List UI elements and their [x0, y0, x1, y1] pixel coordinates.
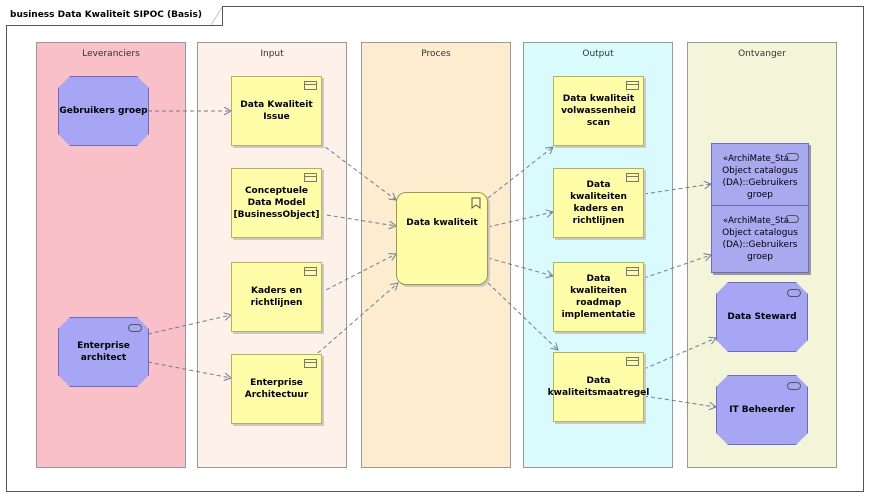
input-enterprise-architectuur[interactable]: Enterprise Architectuur — [231, 354, 322, 424]
supplier-gebruikers-groep[interactable]: Gebruikers groep — [58, 76, 149, 146]
edge-architectuur-proces — [317, 283, 398, 354]
output-roadmap-label: Data kwaliteiten roadmap implementatie — [561, 274, 636, 320]
catalog-stereotype: «ArchiMate_Sta... — [722, 154, 798, 164]
receiver-it-beheerder[interactable]: IT Beheerder — [716, 375, 808, 445]
supplier-enterprise-architect[interactable]: Enterprise architect — [58, 317, 149, 387]
supplier-gebruikers-label: Gebruikers groep — [59, 106, 148, 116]
catalog-name: Object catalogus (DA)::Gebruikers groep — [722, 166, 798, 200]
input-model-label: Conceptuele Data Model [BusinessObject] — [233, 186, 320, 220]
lane-title-input: Input — [260, 49, 284, 59]
role-icon — [787, 289, 801, 297]
edge-model-proces — [319, 213, 396, 226]
edge-proces-kaders — [487, 212, 553, 228]
lane-title-output: Output — [582, 49, 614, 59]
business-object-icon — [626, 81, 639, 90]
edge-roadmap-catalog2 — [643, 255, 711, 279]
edge-proces-roadmap — [487, 257, 553, 276]
output-roadmap-implementatie[interactable]: Data kwaliteiten roadmap implementatie — [553, 262, 644, 332]
business-object-icon — [304, 81, 317, 90]
input-data-kwaliteit-issue[interactable]: Data Kwaliteit Issue — [231, 76, 322, 146]
edge-maatregel-beheerder — [643, 395, 716, 407]
process-bookmark-icon — [471, 197, 481, 209]
business-object-icon — [304, 359, 317, 368]
edge-kaders-catalog1 — [643, 184, 711, 195]
diagram-title: business Data Kwaliteit SIPOC (Basis) — [6, 6, 223, 26]
receiver-data-steward[interactable]: Data Steward — [716, 282, 808, 352]
edge-architect-kaders — [147, 315, 231, 335]
edge-proces-scan — [487, 147, 553, 199]
business-object-icon — [626, 173, 639, 182]
edge-architect-architectuur — [147, 361, 231, 378]
edge-issue-proces — [319, 142, 396, 200]
input-kaders-label: Kaders en richtlijnen — [250, 286, 303, 308]
process-data-kwaliteit[interactable]: Data kwaliteit — [396, 192, 488, 285]
input-kaders-en-richtlijnen[interactable]: Kaders en richtlijnen — [231, 262, 322, 332]
input-issue-label: Data Kwaliteit Issue — [240, 100, 313, 122]
edge-maatregel-steward — [643, 338, 716, 370]
receiver-beheerder-label: IT Beheerder — [729, 405, 795, 415]
output-kwaliteitsmaatregel[interactable]: Data kwaliteitsmaatregel — [548, 352, 649, 422]
role-icon — [785, 153, 799, 161]
business-object-icon — [304, 267, 317, 276]
lane-title-proces: Proces — [421, 49, 451, 59]
output-kaders-label: Data kwaliteiten kaders en richtlijnen — [570, 180, 627, 226]
receiver-object-catalogus-2[interactable]: «ArchiMate_Sta... Object catalogus (DA):… — [711, 205, 809, 273]
business-object-icon — [304, 173, 317, 182]
receiver-object-catalogus-1[interactable]: «ArchiMate_Sta... Object catalogus (DA):… — [711, 143, 809, 211]
output-volwassenheid-scan[interactable]: Data kwaliteit volwassenheid scan — [553, 76, 644, 146]
lane-title-leveranciers: Leveranciers — [82, 49, 140, 59]
role-icon — [128, 324, 142, 332]
output-scan-label: Data kwaliteit volwassenheid scan — [561, 94, 636, 128]
business-object-icon — [626, 357, 639, 366]
process-label: Data kwaliteit — [406, 218, 478, 228]
output-maatregel-label: Data kwaliteitsmaatregel — [547, 376, 650, 398]
edge-proces-maatregel — [487, 282, 558, 350]
edge-kaders-proces — [319, 254, 396, 294]
input-conceptuele-data-model[interactable]: Conceptuele Data Model [BusinessObject] — [231, 168, 322, 238]
supplier-architect-label: Enterprise architect — [77, 341, 130, 363]
input-architectuur-label: Enterprise Architectuur — [244, 378, 309, 400]
lane-title-ontvanger: Ontvanger — [738, 49, 786, 59]
catalog-stereotype: «ArchiMate_Sta... — [722, 216, 798, 226]
business-object-icon — [626, 267, 639, 276]
catalog-name: Object catalogus (DA)::Gebruikers groep — [722, 228, 798, 262]
output-kaders-en-richtlijnen[interactable]: Data kwaliteiten kaders en richtlijnen — [553, 168, 644, 238]
role-icon — [787, 382, 801, 390]
role-icon — [785, 215, 799, 223]
receiver-steward-label: Data Steward — [727, 312, 797, 322]
